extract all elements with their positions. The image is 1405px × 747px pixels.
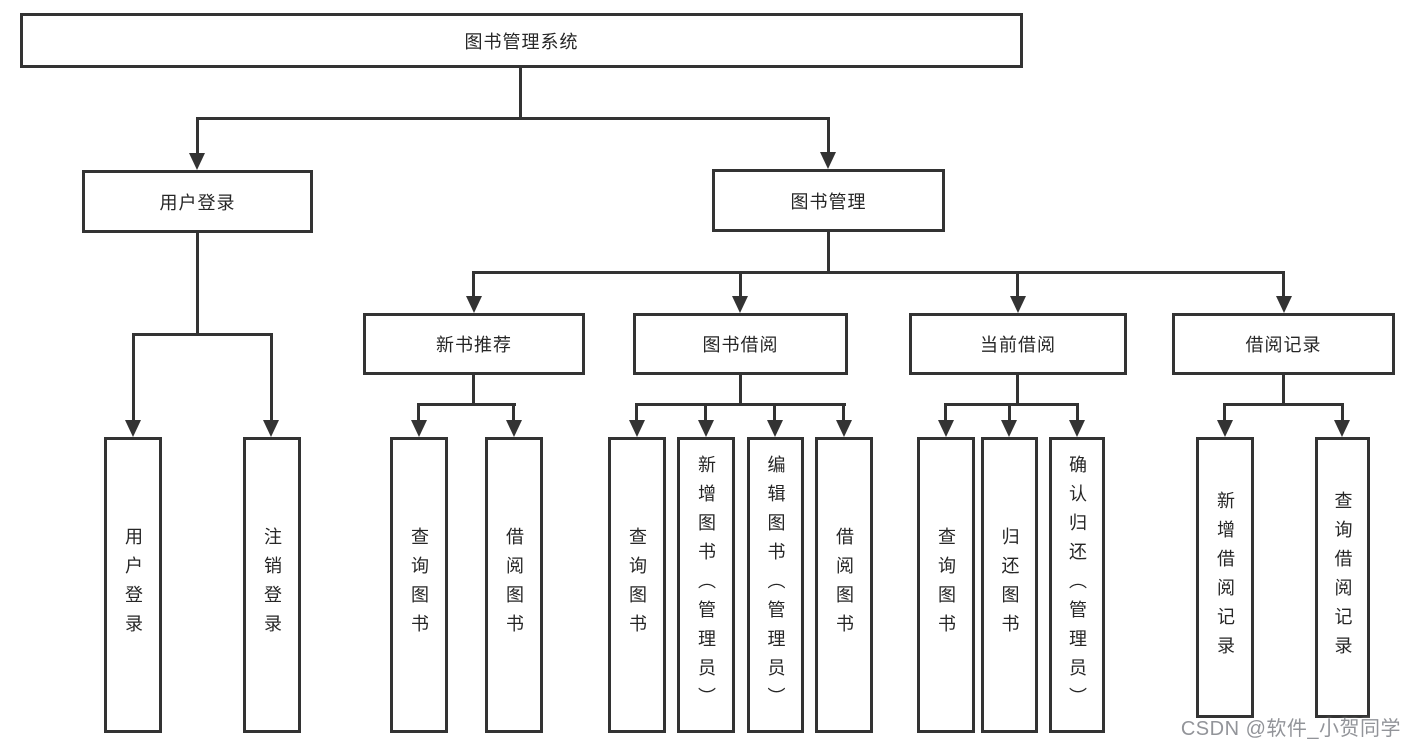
connector-vline xyxy=(1282,375,1285,403)
arrow-down xyxy=(466,296,482,313)
arrow-down xyxy=(1069,420,1085,437)
connector-vline xyxy=(196,233,199,336)
connector-vline xyxy=(827,117,830,153)
connector-vline xyxy=(472,375,475,403)
arrow-down xyxy=(189,153,205,170)
node-label: 图书借阅 xyxy=(702,335,779,355)
node-book-management: 图书管理 xyxy=(712,169,945,232)
node-current-borrowing: 当前借阅 xyxy=(909,313,1127,375)
node-label: 当前借阅 xyxy=(980,335,1056,355)
node-label: 图书管理系统 xyxy=(464,31,579,52)
connector-vline xyxy=(739,271,742,296)
leaf-label: 查询图书 xyxy=(627,527,647,643)
connector-vline xyxy=(635,403,638,420)
leaf-add-book-admin: 新增图书（管理员） xyxy=(677,437,735,733)
leaf-query-books-1: 查询图书 xyxy=(390,437,448,733)
node-label: 新书推荐 xyxy=(436,335,512,355)
connector-hline xyxy=(196,117,830,120)
node-label: 用户登录 xyxy=(159,192,236,213)
leaf-user-login: 用户登录 xyxy=(104,437,162,733)
leaf-label: 确认归还（管理员） xyxy=(1067,454,1087,716)
arrow-down xyxy=(820,152,836,169)
arrow-down xyxy=(506,420,522,437)
leaf-borrow-books-2: 借阅图书 xyxy=(815,437,873,733)
node-label: 借阅记录 xyxy=(1245,335,1322,355)
leaf-query-books-2: 查询图书 xyxy=(608,437,666,733)
connector-vline xyxy=(827,232,830,271)
connector-hline xyxy=(472,271,1285,274)
node-label: 图书管理 xyxy=(790,191,867,212)
node-user-login: 用户登录 xyxy=(82,170,313,233)
leaf-label: 查询借阅记录 xyxy=(1332,490,1353,665)
leaf-confirm-return-admin: 确认归还（管理员） xyxy=(1049,437,1105,733)
leaf-label: 归还图书 xyxy=(999,527,1020,643)
arrow-down xyxy=(411,420,427,437)
leaf-label: 新增借阅记录 xyxy=(1215,490,1235,665)
connector-vline xyxy=(1076,403,1079,420)
node-library-system: 图书管理系统 xyxy=(20,13,1023,68)
arrow-down xyxy=(698,420,714,437)
arrow-down xyxy=(629,420,645,437)
connector-vline xyxy=(1282,271,1285,296)
connector-vline xyxy=(773,403,776,420)
connector-hline xyxy=(635,403,846,406)
leaf-label: 借阅图书 xyxy=(504,527,524,643)
arrow-down xyxy=(1334,420,1350,437)
leaf-label: 注销登录 xyxy=(262,527,282,643)
connector-vline xyxy=(512,403,515,420)
connector-vline xyxy=(417,403,420,420)
connector-vline xyxy=(704,403,707,420)
connector-vline xyxy=(842,403,845,420)
arrow-down xyxy=(1001,420,1017,437)
connector-vline xyxy=(1016,375,1019,403)
connector-hline xyxy=(132,333,273,336)
node-book-borrowing: 图书借阅 xyxy=(633,313,848,375)
leaf-label: 用户登录 xyxy=(123,527,143,643)
leaf-edit-book-admin: 编辑图书（管理员） xyxy=(747,437,804,733)
arrow-down xyxy=(836,420,852,437)
arrow-down xyxy=(263,420,279,437)
leaf-query-borrow-record: 查询借阅记录 xyxy=(1315,437,1370,718)
connector-vline xyxy=(519,68,522,120)
node-borrowing-records: 借阅记录 xyxy=(1172,313,1395,375)
leaf-query-books-3: 查询图书 xyxy=(917,437,975,733)
connector-vline xyxy=(132,333,135,420)
connector-vline xyxy=(1223,403,1226,420)
leaf-label: 查询图书 xyxy=(409,527,429,643)
arrow-down xyxy=(767,420,783,437)
connector-vline xyxy=(944,403,947,420)
leaf-label: 借阅图书 xyxy=(834,527,854,643)
connector-vline xyxy=(196,117,199,154)
arrow-down xyxy=(1276,296,1292,313)
arrow-down xyxy=(938,420,954,437)
connector-vline xyxy=(1341,403,1344,420)
leaf-add-borrow-record: 新增借阅记录 xyxy=(1196,437,1254,718)
connector-hline xyxy=(944,403,1079,406)
connector-vline xyxy=(1008,403,1011,420)
arrow-down xyxy=(732,296,748,313)
arrow-down xyxy=(1217,420,1233,437)
connector-vline xyxy=(739,375,742,403)
leaf-borrow-books-1: 借阅图书 xyxy=(485,437,543,733)
leaf-logout: 注销登录 xyxy=(243,437,301,733)
connector-hline xyxy=(417,403,516,406)
leaf-label: 编辑图书（管理员） xyxy=(765,454,786,716)
connector-vline xyxy=(270,333,273,420)
watermark: CSDN @软件_小贺同学 xyxy=(1180,718,1401,740)
arrow-down xyxy=(125,420,141,437)
connector-vline xyxy=(472,271,475,296)
connector-hline xyxy=(1223,403,1344,406)
leaf-label: 查询图书 xyxy=(936,527,956,643)
leaf-return-book: 归还图书 xyxy=(981,437,1038,733)
arrow-down xyxy=(1010,296,1026,313)
leaf-label: 新增图书（管理员） xyxy=(696,454,716,716)
connector-vline xyxy=(1016,271,1019,296)
node-new-book-recommend: 新书推荐 xyxy=(363,313,585,375)
